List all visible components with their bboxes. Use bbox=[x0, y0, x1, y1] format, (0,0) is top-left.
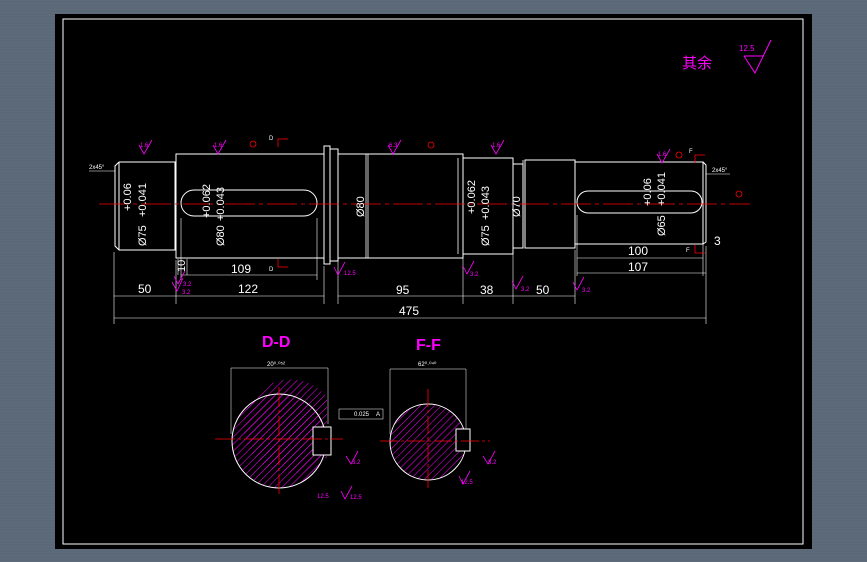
roughness-r12: 12.5 bbox=[317, 494, 329, 500]
chamfer-left: 2x45° bbox=[89, 165, 105, 171]
shaft-detail-lines bbox=[365, 154, 524, 258]
note-roughness-symbol bbox=[743, 39, 772, 75]
roughness-r1: 1.6 bbox=[140, 143, 149, 149]
roughness-r7: 3.2 bbox=[470, 272, 479, 278]
roughness-symbols bbox=[138, 139, 671, 500]
roughness-r6: 3.2 bbox=[183, 282, 192, 288]
roughness-r8: 3.2 bbox=[521, 287, 530, 293]
roughness-r14: 12.5 bbox=[350, 495, 362, 501]
dim-tol-80-lower: +0.043 bbox=[215, 187, 227, 221]
dim-107: 107 bbox=[628, 260, 648, 274]
dim-50-left: 50 bbox=[138, 282, 152, 296]
section-dd-datum: A bbox=[376, 412, 380, 418]
section-dd-tolerance: 0.025 bbox=[354, 412, 370, 418]
note-text: 其余 bbox=[682, 54, 712, 72]
section-dd-title: D-D bbox=[262, 334, 290, 351]
dim-tol-75-right-upper: +0.062 bbox=[466, 180, 478, 214]
roughness-r2: 1.6 bbox=[214, 143, 223, 149]
dim-38: 38 bbox=[480, 283, 494, 297]
section-marker-d-bottom: D bbox=[269, 267, 274, 273]
roughness-r5: 1.6 bbox=[658, 152, 667, 158]
section-ff-width: 62⁰·⁰⁴⁰ bbox=[418, 361, 437, 368]
dim-100: 100 bbox=[628, 244, 648, 258]
roughness-r15: 3.2 bbox=[352, 460, 361, 466]
chamfer-right: 2x45° bbox=[712, 168, 728, 174]
dim-dia-75-left: Ø75 bbox=[137, 225, 149, 246]
dim-dia-75-right: Ø75 bbox=[480, 225, 492, 246]
roughness-r4: 1.6 bbox=[492, 143, 501, 149]
roughness-r16: 3.2 bbox=[488, 460, 497, 466]
dim-dia-65: Ø65 bbox=[656, 215, 668, 236]
dim-tol-75-left-lower: +0.041 bbox=[137, 183, 149, 217]
dim-dia-80-mid: Ø80 bbox=[355, 196, 367, 217]
dim-95: 95 bbox=[396, 283, 410, 297]
section-marker-symbols bbox=[249, 138, 743, 268]
dim-50-right: 50 bbox=[536, 283, 550, 297]
section-dd-view bbox=[215, 367, 384, 496]
section-ff-view bbox=[380, 368, 490, 489]
dim-dia-70: Ø70 bbox=[511, 196, 523, 217]
roughness-r11: 12.5 bbox=[344, 271, 356, 277]
dim-475: 475 bbox=[399, 304, 419, 318]
section-marker-f-top: F bbox=[689, 149, 693, 155]
dim-tol-75-right-lower: +0.043 bbox=[480, 186, 492, 220]
shaft-drawing: 其余 12.5 bbox=[62, 18, 804, 545]
section-dd-width: 20⁰·⁰⁵² bbox=[267, 361, 285, 368]
dim-tol-65-upper: +0.06 bbox=[642, 178, 654, 206]
roughness-r13: 12.5 bbox=[461, 480, 473, 486]
section-ff-title: F-F bbox=[416, 337, 441, 354]
dimension-lines bbox=[113, 215, 707, 324]
drawing-canvas: 其余 12.5 bbox=[55, 14, 812, 549]
dim-10: 10 bbox=[176, 260, 188, 272]
dim-tol-75-left-upper: +0.06 bbox=[122, 183, 134, 211]
section-marker-d-top: D bbox=[269, 136, 274, 142]
roughness-r9: 3.2 bbox=[582, 288, 591, 294]
dim-109: 109 bbox=[231, 262, 251, 276]
section-marker-f-bottom: F bbox=[686, 248, 690, 254]
dim-122: 122 bbox=[238, 282, 258, 296]
roughness-r3: 6.3 bbox=[389, 143, 398, 149]
dim-dia-80-left: Ø80 bbox=[215, 225, 227, 246]
dim-tol-65-lower: +0.041 bbox=[656, 172, 668, 206]
roughness-r10: 3.2 bbox=[182, 290, 191, 296]
frame-border bbox=[62, 18, 804, 545]
keyways bbox=[180, 189, 703, 217]
dim-tol-80-upper: +0.062 bbox=[201, 184, 213, 218]
dim-3: 3 bbox=[714, 234, 721, 248]
note-roughness-value: 12.5 bbox=[739, 44, 755, 53]
